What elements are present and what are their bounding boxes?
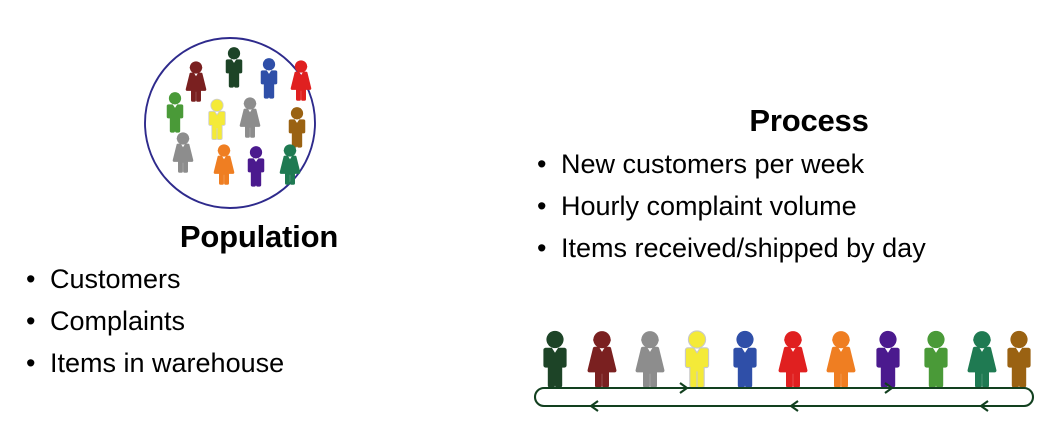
process-figure bbox=[684, 330, 710, 389]
process-figure bbox=[733, 330, 757, 388]
population-bullet-list: Customers Complaints Items in warehouse bbox=[22, 258, 284, 384]
list-item: Items received/shipped by day bbox=[533, 227, 926, 269]
process-panel: Process New customers per week Hourly co… bbox=[519, 0, 1038, 427]
timeline-bar bbox=[533, 386, 1035, 408]
timeline-arrow-left bbox=[789, 400, 799, 412]
process-figure bbox=[1007, 330, 1031, 388]
timeline-arrow-right bbox=[679, 382, 689, 394]
population-heading: Population bbox=[179, 219, 339, 254]
process-figure bbox=[876, 330, 900, 388]
process-figure bbox=[587, 331, 617, 388]
process-figure bbox=[635, 331, 665, 388]
process-figure bbox=[924, 330, 948, 388]
timeline-arrow-left bbox=[589, 400, 599, 412]
list-item: Customers bbox=[22, 258, 284, 300]
timeline-double-arrow-icon bbox=[533, 382, 1035, 412]
population-panel: Population Customers Complaints Items in… bbox=[0, 0, 519, 427]
timeline-arrow-left bbox=[979, 400, 989, 412]
process-figure bbox=[543, 330, 567, 388]
list-item: Items in warehouse bbox=[22, 342, 284, 384]
process-figure bbox=[967, 331, 997, 388]
process-figure bbox=[778, 331, 808, 388]
process-bullet-list: New customers per week Hourly complaint … bbox=[533, 143, 926, 269]
process-sequence-illustration bbox=[530, 296, 1038, 416]
process-figure bbox=[826, 331, 856, 388]
process-heading: Process bbox=[749, 103, 869, 138]
list-item: New customers per week bbox=[533, 143, 926, 185]
timeline-arrow-right bbox=[884, 382, 894, 394]
process-sequence-icon bbox=[533, 330, 1035, 412]
population-circle-illustration bbox=[142, 31, 322, 215]
list-item: Complaints bbox=[22, 300, 284, 342]
population-circle-icon bbox=[144, 37, 316, 209]
list-item: Hourly complaint volume bbox=[533, 185, 926, 227]
